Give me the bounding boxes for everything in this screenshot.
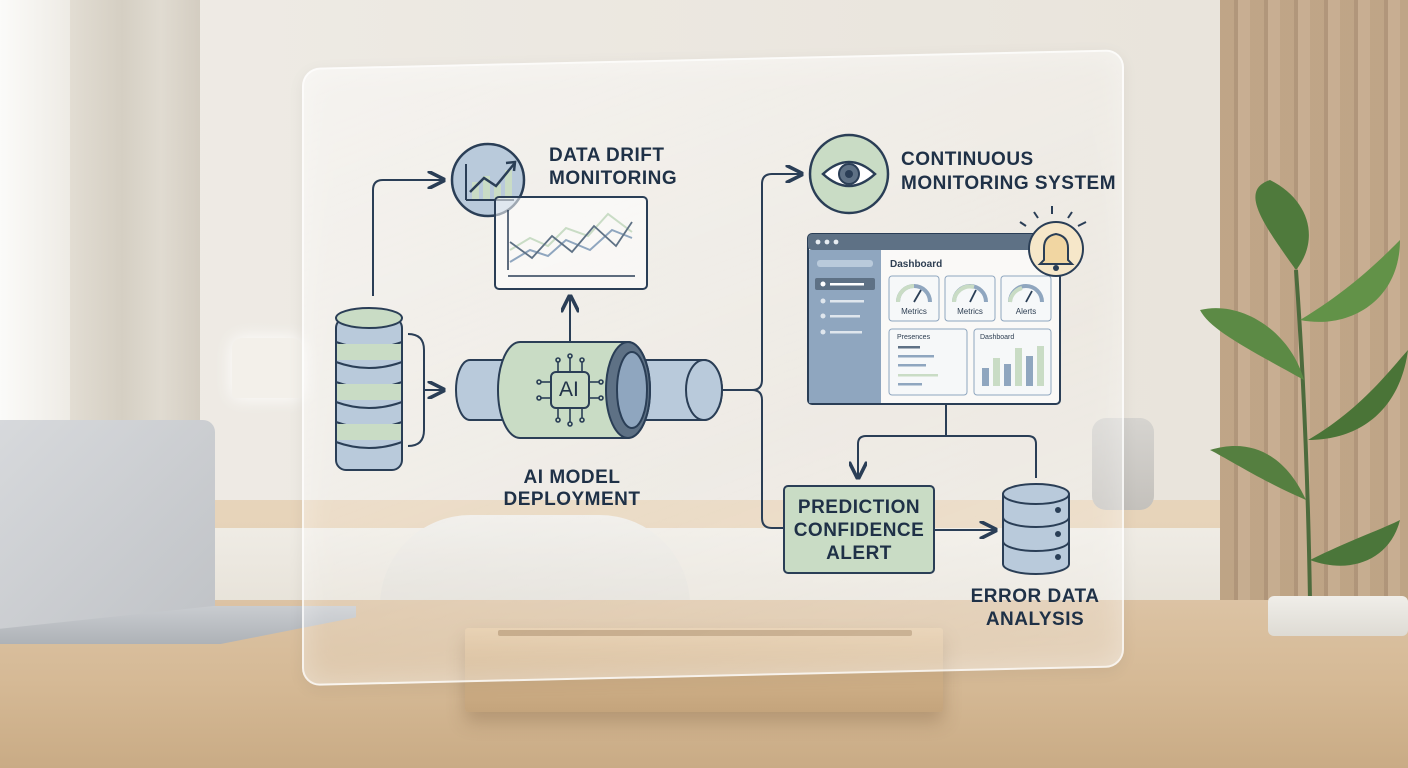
- line-to-prediction: [751, 389, 784, 529]
- ai-chip-icon: [536, 353, 604, 427]
- window-light: [0, 0, 70, 430]
- prediction-alert-box: [783, 485, 935, 574]
- ai-model-title-line1: AI MODEL: [523, 467, 621, 488]
- plant: [1200, 180, 1408, 601]
- dashboard-window: [807, 233, 1061, 405]
- wooden-stand: [465, 628, 943, 712]
- arrow-to-continuous: [722, 174, 800, 391]
- prediction-line3: ALERT: [826, 543, 892, 564]
- arrow-to-data-drift: [372, 180, 442, 296]
- drift-line-chart: [494, 196, 648, 290]
- laptop-screen: [0, 420, 215, 642]
- eye-icon: [808, 133, 890, 215]
- connector-lines: [372, 174, 1037, 530]
- prediction-line2: CONFIDENCE: [793, 520, 925, 541]
- brace-from-database: [407, 333, 425, 447]
- ai-chip-label: AI: [559, 378, 579, 401]
- ai-model-title-line2: DEPLOYMENT: [503, 489, 641, 510]
- data-drift-title-line1: DATA DRIFT: [549, 145, 665, 166]
- split-from-dashboard: [857, 404, 1037, 478]
- gauge-cards: [888, 275, 1052, 322]
- plant-pot: [1268, 596, 1408, 636]
- gauge-label-3: Alerts: [1015, 307, 1037, 316]
- continuous-title-line2: MONITORING SYSTEM: [901, 173, 1117, 194]
- continuous-title-line1: CONTINUOUS: [901, 149, 1034, 170]
- bell-icon: [1019, 206, 1087, 277]
- error-title-line1: ERROR DATA: [970, 586, 1100, 607]
- list-panel: [888, 328, 968, 396]
- wall: [0, 0, 1408, 560]
- lamp: [232, 338, 302, 398]
- prediction-line1: PREDICTION: [797, 497, 921, 518]
- smart-speaker: [1092, 418, 1154, 510]
- gauge-label-2: Metrics: [957, 307, 983, 316]
- dashboard-title: Dashboard: [890, 259, 943, 270]
- panel-right-title: Dashboard: [980, 334, 1015, 341]
- panel-left-title: Presences: [897, 334, 931, 341]
- gauge-label-1: Metrics: [901, 307, 927, 316]
- stand-slot: [498, 630, 912, 636]
- data-drift-title-line2: MONITORING: [549, 168, 678, 189]
- wood-slat-wall: [1220, 0, 1408, 620]
- server-database-icon: [1002, 483, 1070, 575]
- database-stack-icon: [335, 307, 403, 471]
- error-title-line2: ANALYSIS: [985, 609, 1085, 630]
